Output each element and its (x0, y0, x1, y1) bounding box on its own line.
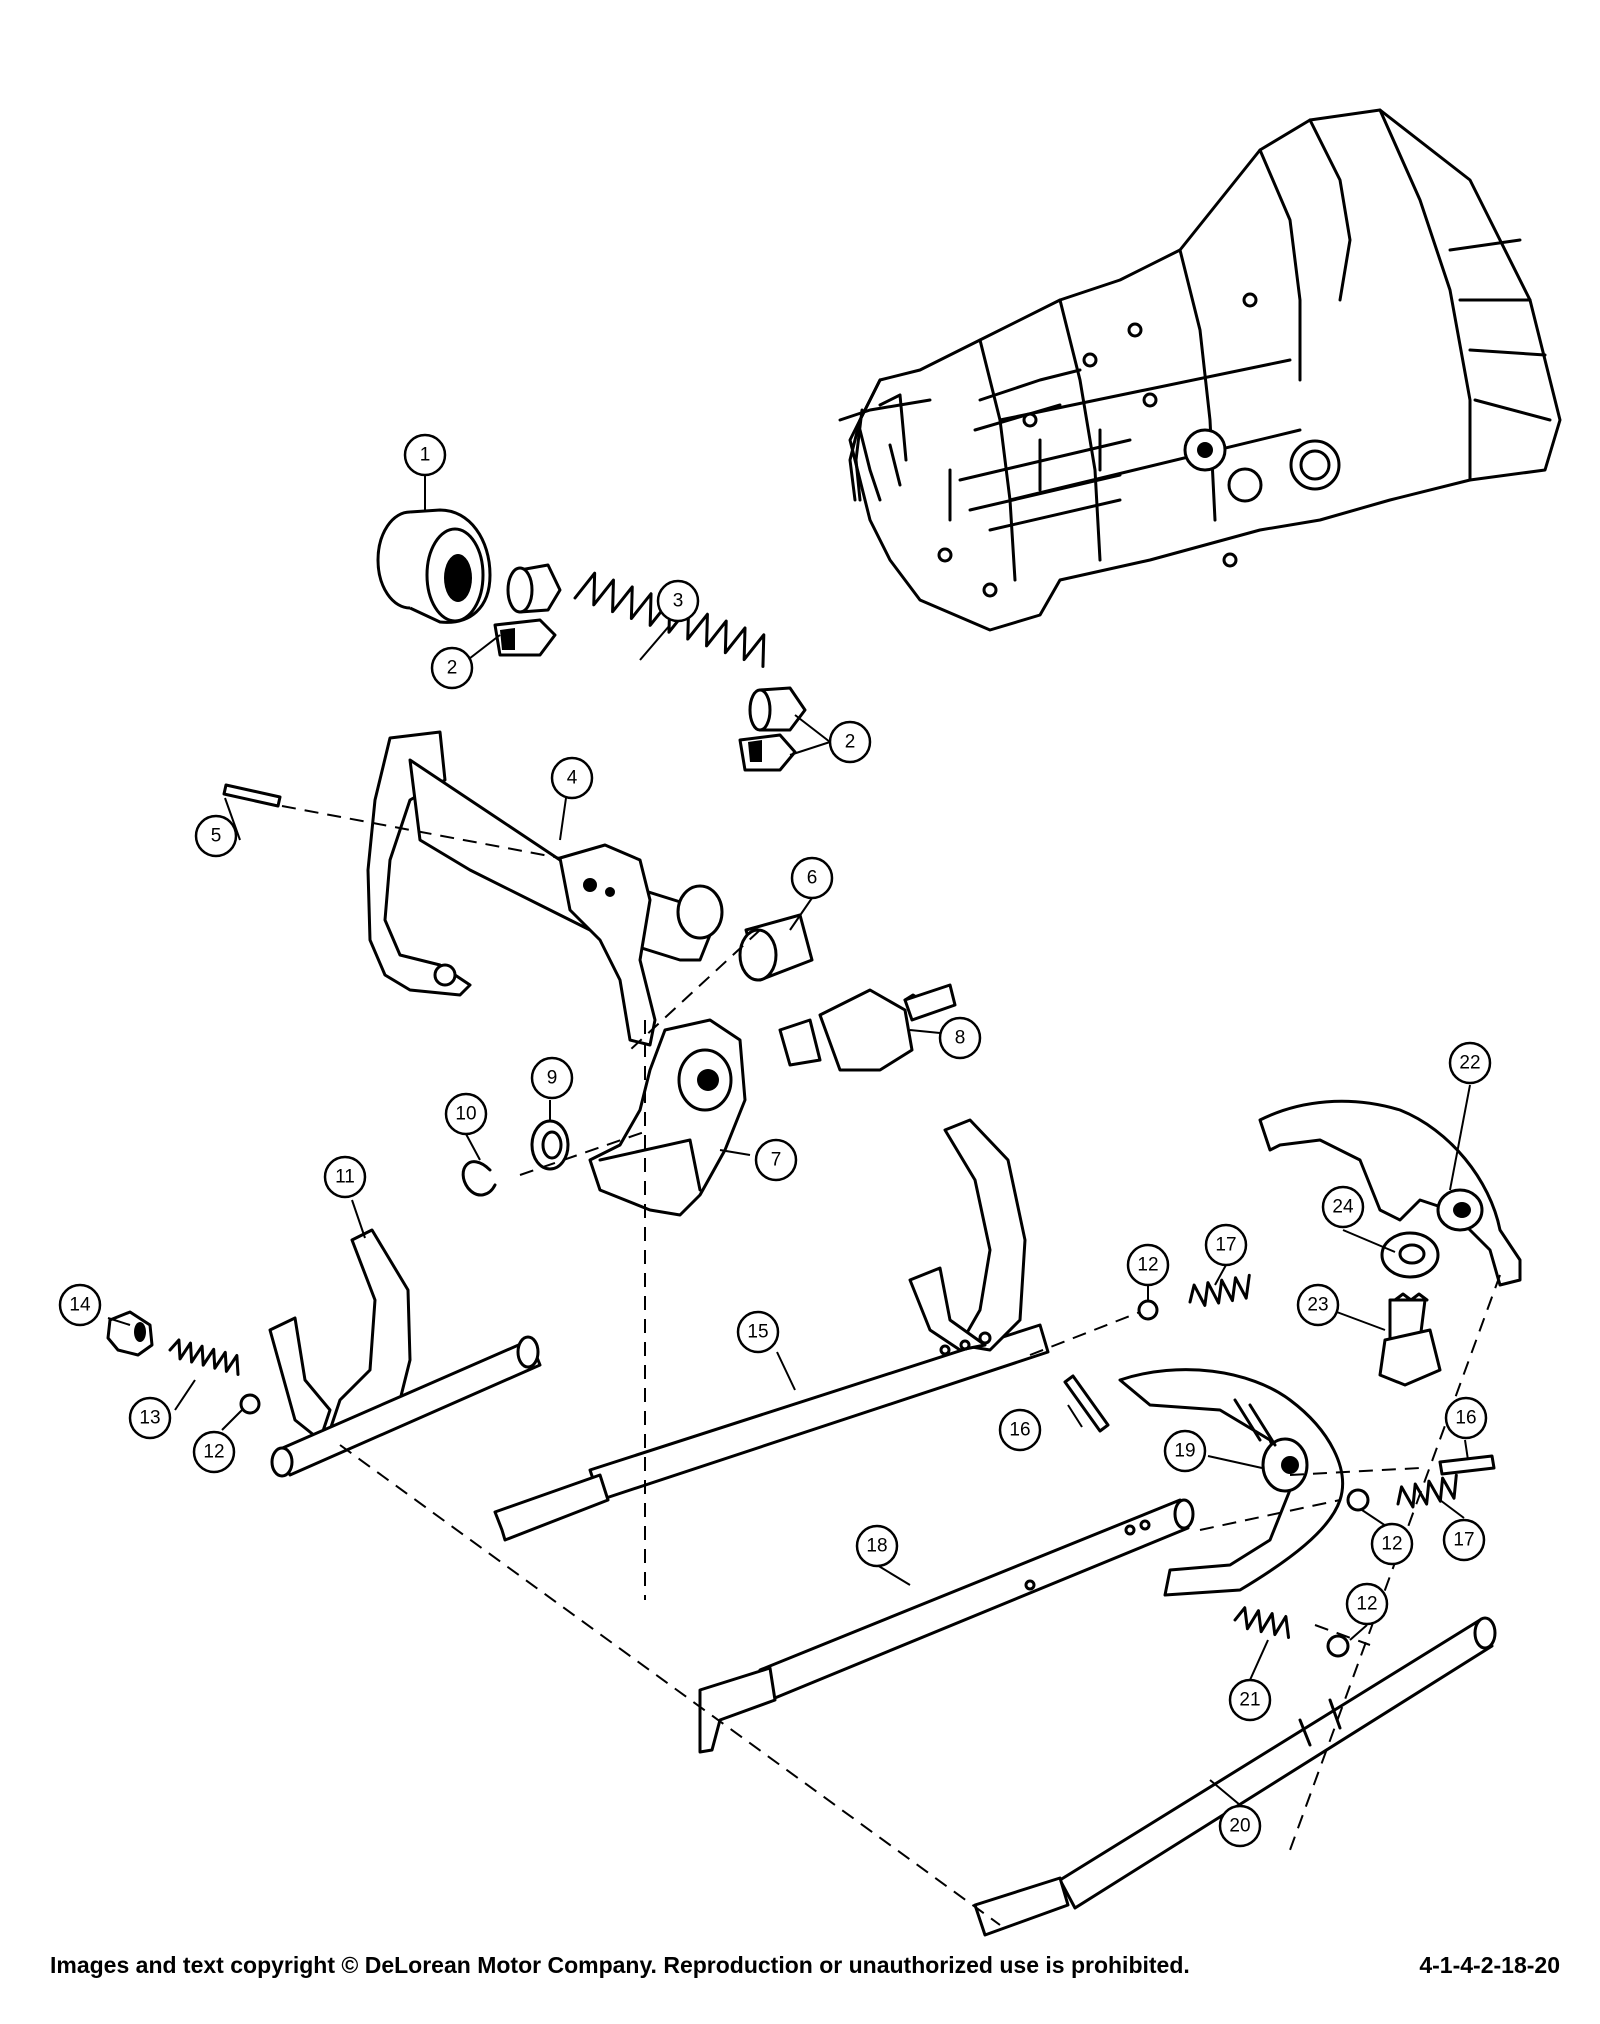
part-16-pin-b (1438, 1454, 1496, 1476)
callout-12: 12 (1370, 1522, 1414, 1566)
callout-6: 6 (790, 856, 834, 900)
callout-2: 2 (828, 720, 872, 764)
svg-text:16: 16 (1455, 1408, 1476, 1429)
callout-10: 10 (444, 1092, 488, 1136)
part-17-spring-a (1188, 1273, 1251, 1307)
callout-17: 17 (1442, 1518, 1486, 1562)
callout-7: 7 (754, 1138, 798, 1182)
part-3-spring (573, 571, 766, 668)
part-19-shift-fork (1118, 1368, 1345, 1597)
svg-text:12: 12 (1137, 1255, 1158, 1276)
transmission-housing (838, 108, 1562, 632)
svg-text:5: 5 (211, 826, 222, 847)
callout-18: 18 (855, 1524, 899, 1568)
callout-19: 19 (1163, 1429, 1207, 1473)
svg-text:1: 1 (420, 445, 431, 466)
part-13-spring (168, 1338, 240, 1376)
part-9-washer (530, 1119, 570, 1171)
svg-text:4: 4 (567, 768, 578, 789)
callout-21: 21 (1228, 1678, 1272, 1722)
svg-text:23: 23 (1307, 1295, 1328, 1316)
callout-3: 3 (656, 579, 700, 623)
callout-13: 13 (128, 1396, 172, 1440)
svg-text:6: 6 (807, 868, 818, 889)
svg-text:21: 21 (1239, 1690, 1260, 1711)
part-8-stud (778, 983, 957, 1072)
part-12-ball-b (1137, 1299, 1159, 1321)
callout-23: 23 (1296, 1283, 1340, 1327)
callout-5: 5 (194, 814, 238, 858)
part-11-shift-fork (268, 1228, 542, 1478)
part-18-selector-rod (698, 1498, 1195, 1754)
part-1-shift-knob (376, 508, 492, 624)
callout-2: 2 (430, 646, 474, 690)
svg-text:13: 13 (139, 1408, 160, 1429)
svg-text:18: 18 (866, 1536, 887, 1557)
part-2-bush-upper (493, 563, 562, 657)
part-23-bolt (1378, 1292, 1442, 1387)
callout-12: 12 (1126, 1243, 1170, 1287)
part-12-ball-c (1346, 1488, 1370, 1512)
callout-16: 16 (998, 1408, 1042, 1452)
callout-9: 9 (530, 1056, 574, 1100)
callout-17: 17 (1204, 1223, 1248, 1267)
part-12-ball-a (239, 1393, 261, 1415)
footer: Images and text copyright © DeLorean Mot… (50, 1945, 1560, 1985)
svg-text:19: 19 (1174, 1441, 1195, 1462)
part-15-selector-rod (493, 1118, 1050, 1542)
part-7-selector-housing (588, 1018, 747, 1217)
svg-text:14: 14 (69, 1295, 91, 1316)
callout-22: 22 (1448, 1041, 1492, 1085)
svg-text:7: 7 (771, 1150, 782, 1171)
part-2-bush-lower (738, 686, 807, 772)
part-22-shift-fork (1258, 1099, 1522, 1287)
svg-text:9: 9 (547, 1068, 558, 1089)
callout-8: 8 (938, 1016, 982, 1060)
svg-text:2: 2 (447, 658, 458, 679)
callout-14: 14 (58, 1283, 102, 1327)
diagram-code: 4-1-4-2-18-20 (1419, 1951, 1560, 1978)
part-12-ball-d (1326, 1634, 1350, 1658)
part-21-spring (1233, 1606, 1291, 1640)
callout-16: 16 (1444, 1396, 1488, 1440)
part-20-selector-rod (973, 1616, 1497, 1937)
part-6-cap (738, 913, 814, 982)
copyright-notice: Images and text copyright © DeLorean Mot… (50, 1951, 1190, 1978)
callout-1: 1 (403, 433, 447, 477)
part-24-washer (1380, 1231, 1440, 1279)
svg-text:22: 22 (1459, 1053, 1480, 1074)
svg-text:10: 10 (455, 1104, 476, 1125)
svg-text:12: 12 (203, 1442, 224, 1463)
svg-text:12: 12 (1381, 1534, 1402, 1555)
part-10-circlip (461, 1160, 497, 1197)
part-4-selector-shaft (366, 730, 724, 1047)
svg-text:17: 17 (1215, 1235, 1236, 1256)
callout-12: 12 (192, 1430, 236, 1474)
callout-15: 15 (736, 1310, 780, 1354)
svg-text:17: 17 (1453, 1530, 1474, 1551)
callout-12: 12 (1345, 1582, 1389, 1626)
callout-20: 20 (1218, 1804, 1262, 1848)
part-14-plug (106, 1310, 154, 1357)
svg-text:16: 16 (1009, 1420, 1030, 1441)
svg-text:8: 8 (955, 1028, 966, 1049)
part-5-pin (222, 783, 282, 808)
part-17-spring-b (1396, 1473, 1458, 1509)
part-16-pin-a (1063, 1374, 1110, 1433)
svg-text:15: 15 (747, 1322, 768, 1343)
callout-11: 11 (323, 1155, 367, 1199)
svg-text:2: 2 (845, 732, 856, 753)
svg-text:24: 24 (1332, 1197, 1354, 1218)
callout-24: 24 (1321, 1185, 1365, 1229)
svg-text:11: 11 (335, 1167, 355, 1188)
svg-text:3: 3 (673, 591, 684, 612)
svg-text:12: 12 (1356, 1594, 1377, 1615)
callout-4: 4 (550, 756, 594, 800)
svg-text:20: 20 (1229, 1816, 1250, 1837)
